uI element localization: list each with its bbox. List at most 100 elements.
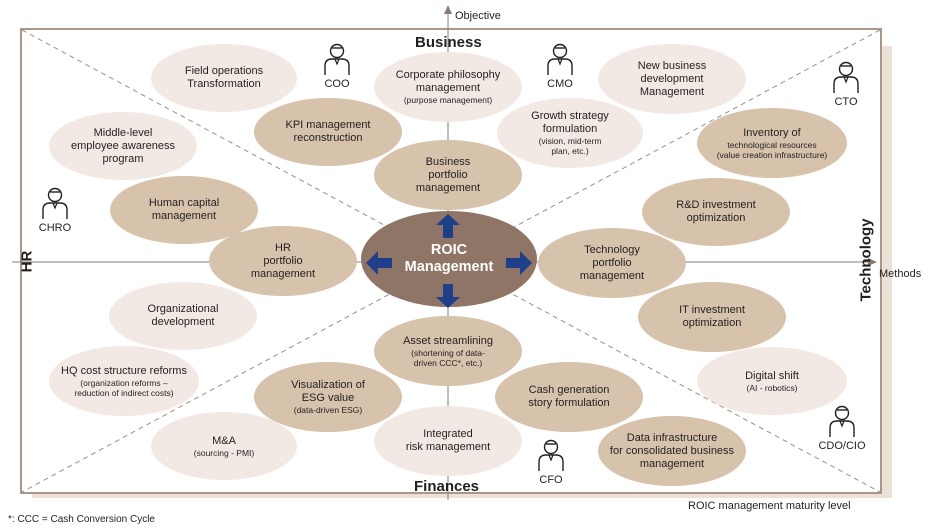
axis-label-methods: Methods	[879, 268, 922, 280]
node-text: HR	[275, 241, 291, 254]
node-text: reconstruction	[293, 132, 363, 144]
role-label: CTO	[834, 96, 858, 108]
section-hr: HR	[18, 250, 36, 273]
footnote: *: CCC = Cash Conversion Cycle	[8, 514, 155, 525]
node-text: New business	[637, 59, 707, 72]
node-growth-strategy: Growth strategy formulation (vision, mid…	[497, 98, 643, 168]
node-text: Digital shift	[745, 369, 799, 382]
node-text: IT investment	[679, 304, 745, 316]
node-asset-streamlining: Asset streamlining (shortening of data- …	[374, 316, 522, 386]
node-text: for consolidated business	[609, 444, 735, 457]
node-text: risk management	[405, 441, 491, 453]
node-field-operations: Field operations Transformation	[151, 44, 297, 112]
person-icon	[833, 61, 859, 93]
person-icon	[42, 187, 68, 219]
arrow-down-icon	[436, 284, 460, 308]
node-cash-generation: Cash generation story formulation	[495, 362, 643, 432]
node-subtext: (shortening of data-	[411, 347, 485, 358]
horizontal-axis-arrowhead	[868, 258, 877, 266]
person-icon	[829, 405, 855, 437]
node-text: optimization	[686, 212, 746, 224]
node-text: management	[151, 210, 217, 222]
center-subtitle: Management	[404, 259, 494, 275]
node-text: Middle-level	[93, 126, 153, 139]
section-technology: Technology	[857, 218, 875, 302]
axis-label-objective: Objective	[455, 10, 501, 22]
node-inventory-technology: Inventory of technological resources (va…	[697, 108, 847, 178]
role-cdo-cio: CDO/CIO	[810, 404, 874, 452]
center-title: ROIC	[430, 242, 468, 258]
role-cto: CTO	[827, 60, 865, 108]
section-finances: Finances	[414, 478, 480, 495]
node-text: Human capital	[148, 197, 220, 209]
node-text: Field operations	[184, 65, 264, 77]
node-text: Management	[639, 85, 705, 98]
node-text: management	[639, 457, 705, 470]
node-text: Transformation	[187, 78, 261, 90]
node-subtext: (AI - robotics)	[746, 382, 798, 393]
node-text: Integrated	[423, 428, 473, 440]
node-text: employee awareness	[71, 139, 175, 152]
node-text: program	[102, 152, 144, 165]
node-esg-value: Visualization of ESG value (data-driven …	[254, 362, 402, 432]
node-human-capital: Human capital management	[110, 176, 258, 244]
node-text: story formulation	[528, 397, 610, 409]
node-digital-shift: Digital shift (AI - robotics)	[697, 347, 847, 415]
node-technology-portfolio: Technology portfolio management	[538, 228, 686, 298]
node-integrated-risk: Integrated risk management	[374, 406, 522, 476]
node-text: Growth strategy	[531, 110, 609, 122]
node-text: optimization	[682, 317, 742, 329]
node-text: Visualization of	[291, 379, 365, 391]
node-text: portfolio	[428, 168, 468, 181]
node-corporate-philosophy: Corporate philosophy management (purpose…	[374, 52, 522, 122]
node-text: management	[415, 181, 481, 194]
role-label: CHRO	[38, 222, 72, 234]
node-text: Organizational	[147, 303, 219, 315]
node-text: ESG value	[301, 392, 355, 404]
role-cfo: CFO	[532, 438, 570, 486]
node-subtext: (organization reforms –	[80, 377, 168, 388]
node-subtext: (sourcing - PMI)	[193, 447, 255, 458]
node-subtext: (data-driven ESG)	[293, 405, 363, 415]
node-subtext: (purpose management)	[403, 95, 493, 105]
node-text: HQ cost structure reforms	[61, 364, 187, 377]
role-cmo: CMO	[541, 42, 579, 90]
node-text: management	[579, 269, 645, 282]
node-text: Asset streamlining	[403, 334, 493, 347]
arrow-up-icon	[436, 214, 460, 238]
node-text: Business	[425, 155, 471, 168]
node-it-investment: IT investment optimization	[638, 282, 786, 352]
node-text: Cash generation	[528, 384, 610, 396]
role-label: COO	[324, 78, 350, 90]
node-text: Data infrastructure	[626, 431, 718, 444]
node-subtext: (value creation infrastructure)	[716, 149, 828, 160]
maturity-level-label: ROIC management maturity level	[688, 500, 851, 512]
node-subtext: driven CCC*, etc.)	[413, 357, 483, 368]
role-label: CFO	[539, 474, 563, 486]
node-text: portfolio	[263, 254, 303, 267]
role-chro: CHRO	[33, 186, 77, 234]
node-ma: M&A (sourcing - PMI)	[151, 412, 297, 480]
person-icon	[538, 439, 564, 471]
node-text: development	[151, 316, 215, 328]
node-hr-portfolio: HR portfolio management	[209, 226, 357, 296]
node-text: management	[250, 267, 316, 280]
node-text: portfolio	[592, 256, 632, 269]
node-text: Technology	[584, 243, 640, 256]
person-icon	[324, 43, 350, 75]
node-text: Corporate philosophy	[395, 69, 501, 81]
node-text: Inventory of	[743, 126, 801, 139]
node-kpi-management: KPI management reconstruction	[254, 98, 402, 166]
node-middle-level: Middle-level employee awareness program	[49, 112, 197, 180]
node-data-infrastructure: Data infrastructure for consolidated bus…	[598, 416, 746, 486]
node-business-portfolio: Business portfolio management	[374, 140, 522, 210]
node-text: M&A	[212, 434, 236, 447]
arrow-right-icon	[506, 251, 532, 275]
node-text: KPI management	[285, 119, 371, 131]
node-rnd-investment: R&D investment optimization	[642, 178, 790, 246]
node-text: formulation	[542, 123, 598, 135]
role-label: CDO/CIO	[818, 440, 866, 452]
node-subtext: plan, etc.)	[551, 146, 589, 156]
node-text: development	[640, 72, 704, 85]
node-subtext: technological resources	[727, 139, 817, 150]
